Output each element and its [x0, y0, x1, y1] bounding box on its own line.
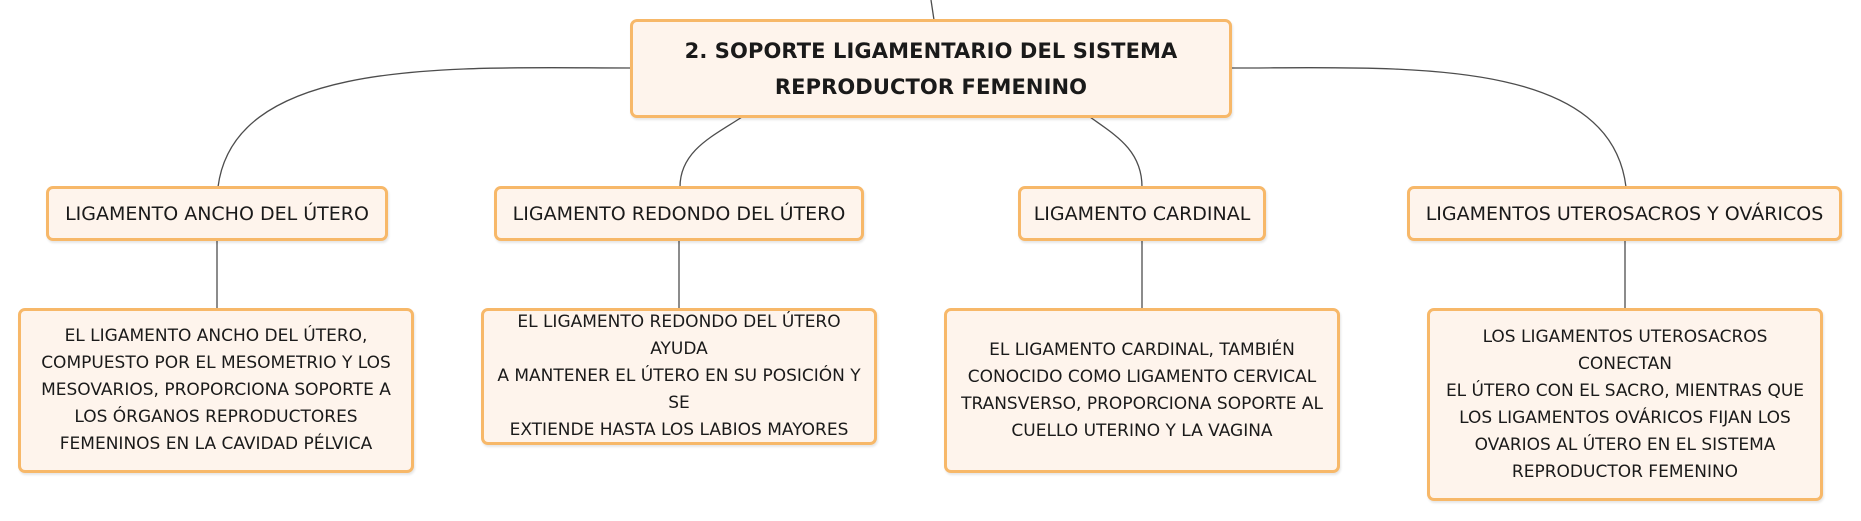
- topic-node-ligamento-ancho[interactable]: LIGAMENTO ANCHO DEL ÚTERO: [46, 186, 388, 241]
- description-line: LOS LIGAMENTOS UTEROSACROS CONECTAN: [1482, 326, 1768, 374]
- description-line: EXTIENDE HASTA LOS LABIOS MAYORES: [509, 420, 849, 440]
- description-line: EL LIGAMENTO CARDINAL, TAMBIÉN: [989, 339, 1295, 360]
- description-node-ligamento-cardinal[interactable]: EL LIGAMENTO CARDINAL, TAMBIÉN CONOCIDO …: [944, 308, 1340, 473]
- description-line: EL LIGAMENTO REDONDO DEL ÚTERO AYUDA: [517, 312, 841, 359]
- description-line: EL ÚTERO CON EL SACRO, MIENTRAS QUE: [1445, 380, 1805, 401]
- description-line: TRANSVERSO, PROPORCIONA SOPORTE AL: [961, 393, 1323, 414]
- connector-root-to-ancho: [217, 66, 632, 188]
- root-title-line-1: 2. SOPORTE LIGAMENTARIO DEL SISTEMA: [684, 38, 1178, 63]
- topic-label-ligamento-redondo: LIGAMENTO REDONDO DEL ÚTERO: [512, 202, 846, 225]
- description-line: COMPUESTO POR EL MESOMETRIO Y LOS: [41, 353, 391, 373]
- description-line: REPRODUCTOR FEMENINO: [1511, 461, 1739, 482]
- description-node-ligamento-redondo[interactable]: EL LIGAMENTO REDONDO DEL ÚTERO AYUDA A M…: [481, 308, 877, 445]
- description-text-ligamento-ancho: EL LIGAMENTO ANCHO DEL ÚTERO, COMPUESTO …: [41, 323, 391, 458]
- description-line: LOS LIGAMENTOS OVÁRICOS FIJAN LOS: [1459, 407, 1791, 428]
- topic-node-ligamentos-uterosacros[interactable]: LIGAMENTOS UTEROSACROS Y OVÁRICOS: [1407, 186, 1842, 241]
- root-topic-node[interactable]: 2. SOPORTE LIGAMENTARIO DEL SISTEMA REPR…: [630, 19, 1232, 118]
- topic-label-ligamento-ancho: LIGAMENTO ANCHO DEL ÚTERO: [65, 202, 369, 225]
- topic-node-ligamento-redondo[interactable]: LIGAMENTO REDONDO DEL ÚTERO: [494, 186, 864, 241]
- description-text-ligamento-redondo: EL LIGAMENTO REDONDO DEL ÚTERO AYUDA A M…: [490, 309, 868, 444]
- connector-root-to-cardinal: [1089, 116, 1143, 188]
- root-title-line-2: REPRODUCTOR FEMENINO: [774, 74, 1088, 99]
- description-line: A MANTENER EL ÚTERO EN SU POSICIÓN Y SE: [497, 366, 861, 413]
- description-node-ligamentos-uterosacros[interactable]: LOS LIGAMENTOS UTEROSACROS CONECTAN EL Ú…: [1427, 308, 1823, 501]
- description-text-ligamento-cardinal: EL LIGAMENTO CARDINAL, TAMBIÉN CONOCIDO …: [961, 337, 1323, 445]
- description-node-ligamento-ancho[interactable]: EL LIGAMENTO ANCHO DEL ÚTERO, COMPUESTO …: [18, 308, 414, 473]
- description-line: CONOCIDO COMO LIGAMENTO CERVICAL: [967, 366, 1317, 387]
- description-line: MESOVARIOS, PROPORCIONA SOPORTE A: [41, 380, 391, 400]
- description-line: LOS ÓRGANOS REPRODUCTORES: [74, 407, 358, 427]
- topic-label-ligamentos-uterosacros: LIGAMENTOS UTEROSACROS Y OVÁRICOS: [1425, 202, 1824, 225]
- description-line: OVARIOS AL ÚTERO EN EL SISTEMA: [1474, 434, 1776, 455]
- connector-root-parent: [930, 0, 935, 21]
- root-topic-title: 2. SOPORTE LIGAMENTARIO DEL SISTEMA REPR…: [685, 33, 1178, 105]
- connector-root-to-uterosacros: [1231, 67, 1627, 188]
- description-line: CUELLO UTERINO Y LA VAGINA: [1011, 420, 1273, 441]
- description-line: EL LIGAMENTO ANCHO DEL ÚTERO,: [64, 326, 368, 346]
- description-line: FEMENINOS EN LA CAVIDAD PÉLVICA: [59, 434, 373, 454]
- connector-root-to-redondo: [679, 116, 743, 188]
- description-text-ligamentos-uterosacros: LOS LIGAMENTOS UTEROSACROS CONECTAN EL Ú…: [1436, 324, 1814, 486]
- topic-label-ligamento-cardinal: LIGAMENTO CARDINAL: [1033, 202, 1251, 225]
- topic-node-ligamento-cardinal[interactable]: LIGAMENTO CARDINAL: [1018, 186, 1266, 241]
